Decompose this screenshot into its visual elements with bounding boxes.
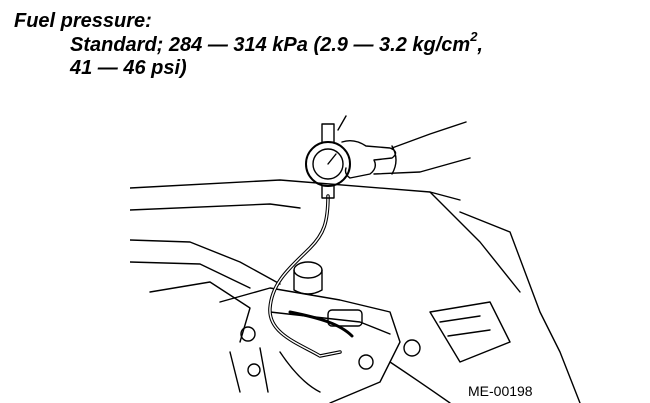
engine-cover-right <box>459 211 581 403</box>
pressure-gauge-face <box>312 148 344 180</box>
hand-outline <box>341 139 397 179</box>
spec-standard-text: Standard; 284 — 314 kPa (2.9 — 3.2 kg/cm <box>70 34 471 56</box>
injector-a <box>229 347 269 393</box>
bolt-d <box>403 339 421 357</box>
fender-line <box>130 239 281 285</box>
figure-code: ME-00198 <box>468 383 533 399</box>
sleeve-cuff <box>391 145 397 175</box>
hood-inner-line <box>130 203 301 211</box>
spec-heading: Fuel pressure: <box>14 10 152 32</box>
spec-psi-line: 41 — 46 psi) <box>70 57 187 79</box>
fuel-filter <box>327 309 363 327</box>
spec-superscript: 2 <box>470 29 478 45</box>
reservoir-cap <box>293 261 323 279</box>
bolt-a <box>240 326 256 342</box>
intake-pipes <box>279 351 451 403</box>
sleeve-outline <box>373 121 471 175</box>
fuel-gauge-illustration <box>130 112 620 403</box>
bolt-c <box>358 354 374 370</box>
bolt-b <box>247 363 261 377</box>
reservoir-body <box>293 269 323 295</box>
pressure-gauge-dial <box>305 141 351 187</box>
engine-cover-edge <box>429 191 521 293</box>
fender-lower-line <box>130 261 251 289</box>
spec-standard-line: Standard; 284 — 314 kPa (2.9 — 3.2 kg/cm… <box>70 30 483 56</box>
hood-edge-line <box>130 179 461 201</box>
engine-cover-left <box>149 281 251 343</box>
pressure-gauge-stem <box>321 123 335 143</box>
bracket <box>429 301 511 363</box>
bracket-detail <box>439 315 491 337</box>
pressure-gauge-needle <box>327 153 337 165</box>
engine-block <box>219 287 401 403</box>
supply-hose <box>288 310 354 338</box>
spec-standard-suffix: , <box>477 34 483 56</box>
illustration-drawing <box>130 115 581 403</box>
pressure-gauge-fitting <box>321 185 335 199</box>
gauge-pointer-line <box>337 115 347 131</box>
gauge-hose-inner <box>269 195 341 357</box>
